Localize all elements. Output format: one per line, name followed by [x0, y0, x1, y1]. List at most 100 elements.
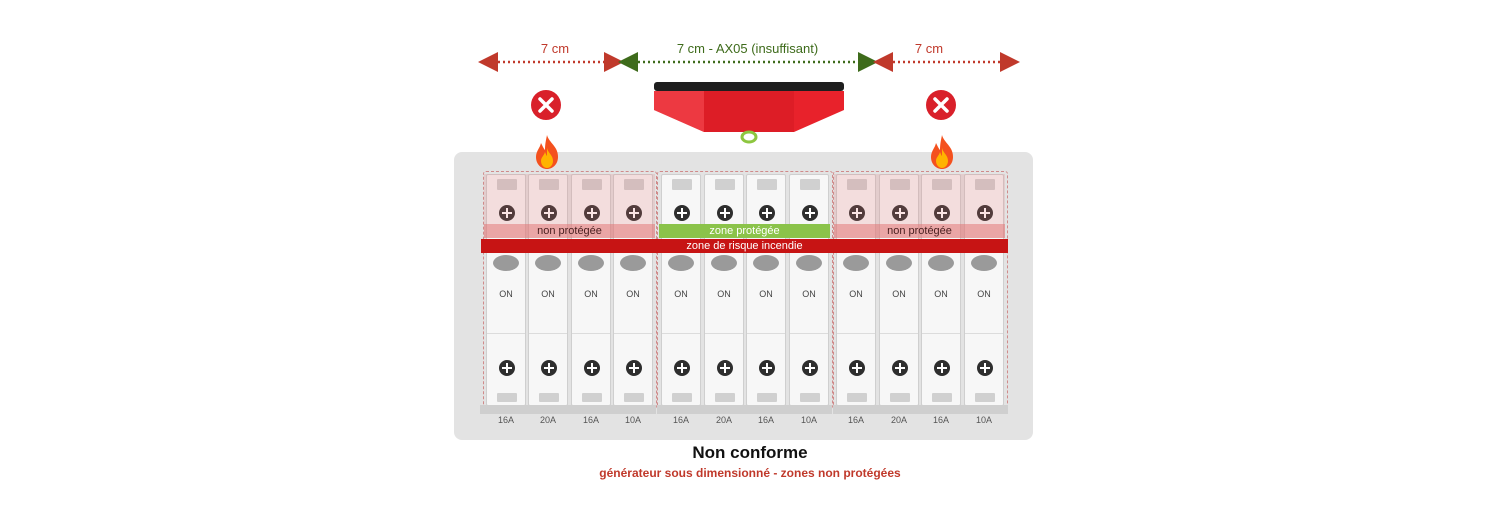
breaker-divider — [790, 333, 828, 334]
terminal-slot — [539, 179, 559, 190]
terminal-slot — [847, 179, 867, 190]
dimension-right-label: 7 cm — [914, 41, 944, 56]
zone-label-left: non protégée — [484, 224, 655, 238]
terminal-slot — [975, 179, 995, 190]
breaker-toggle — [971, 255, 997, 271]
terminal-slot — [800, 393, 820, 402]
verdict-title: Non conforme — [692, 443, 808, 462]
breaker-toggle — [620, 255, 646, 271]
terminal-slot — [715, 393, 735, 402]
breaker-rating-label: 20A — [715, 415, 732, 425]
circuit-breaker: ON — [789, 174, 829, 406]
screw-icon — [584, 360, 600, 376]
breaker-divider — [965, 333, 1003, 334]
x-circle-icon — [531, 90, 561, 120]
dimension-arrows — [478, 52, 1020, 72]
flame-icon — [536, 135, 558, 169]
terminal-slot — [847, 393, 867, 402]
breaker-divider — [487, 333, 525, 334]
generator-icon — [654, 82, 844, 144]
circuit-breaker: ON — [661, 174, 701, 406]
x-circle-icon — [926, 90, 956, 120]
breaker-rating-label: 10A — [800, 415, 817, 425]
breaker-toggle — [796, 255, 822, 271]
breaker-toggle — [928, 255, 954, 271]
screw-icon — [499, 205, 515, 221]
circuit-breaker: ON — [879, 174, 919, 406]
breaker-divider — [529, 333, 567, 334]
din-rail-right — [833, 405, 1008, 414]
breaker-toggle — [668, 255, 694, 271]
breaker-toggle — [753, 255, 779, 271]
breaker-state-label: ON — [802, 289, 816, 299]
terminal-slot — [715, 179, 735, 190]
screw-icon — [802, 205, 818, 221]
breaker-toggle — [535, 255, 561, 271]
circuit-breaker: ON — [746, 174, 786, 406]
breaker-toggle — [886, 255, 912, 271]
verdict-subtitle: générateur sous dimensionné - zones non … — [599, 466, 901, 480]
breaker-rating-label: 10A — [624, 415, 641, 425]
breaker-rating-label: 20A — [890, 415, 907, 425]
terminal-slot — [800, 179, 820, 190]
circuit-breaker: ON — [836, 174, 876, 406]
terminal-slot — [539, 393, 559, 402]
breaker-state-label: ON — [584, 289, 598, 299]
terminal-slot — [890, 393, 910, 402]
circuit-breaker: ON — [613, 174, 653, 406]
terminal-slot — [932, 179, 952, 190]
terminal-slot — [672, 393, 692, 402]
breaker-state-label: ON — [717, 289, 731, 299]
terminal-slot — [582, 179, 602, 190]
circuit-breaker: ON — [964, 174, 1004, 406]
breaker-state-label: ON — [977, 289, 991, 299]
breaker-state-label: ON — [674, 289, 688, 299]
screw-icon — [892, 205, 908, 221]
breaker-state-label: ON — [892, 289, 906, 299]
terminal-slot — [624, 393, 644, 402]
breaker-rating-label: 16A — [932, 415, 949, 425]
breaker-state-label: ON — [626, 289, 640, 299]
circuit-breaker: ON — [704, 174, 744, 406]
terminal-slot — [497, 179, 517, 190]
screw-icon — [626, 360, 642, 376]
screw-icon — [977, 205, 993, 221]
terminal-slot — [757, 179, 777, 190]
screw-icon — [934, 360, 950, 376]
screw-icon — [584, 205, 600, 221]
circuit-breaker: ON — [528, 174, 568, 406]
breaker-rating-label: 16A — [582, 415, 599, 425]
screw-icon — [977, 360, 993, 376]
breaker-toggle — [711, 255, 737, 271]
screw-icon — [849, 360, 865, 376]
screw-icon — [802, 360, 818, 376]
breaker-divider — [837, 333, 875, 334]
screw-icon — [626, 205, 642, 221]
screw-icon — [541, 360, 557, 376]
breaker-divider — [705, 333, 743, 334]
breaker-toggle — [843, 255, 869, 271]
screw-icon — [934, 205, 950, 221]
breaker-state-label: ON — [934, 289, 948, 299]
breaker-divider — [922, 333, 960, 334]
terminal-slot — [624, 179, 644, 190]
flame-icon — [931, 135, 953, 169]
breaker-state-label: ON — [499, 289, 513, 299]
terminal-slot — [757, 393, 777, 402]
breaker-state-label: ON — [759, 289, 773, 299]
breaker-rating-label: 10A — [975, 415, 992, 425]
screw-icon — [674, 360, 690, 376]
breaker-state-label: ON — [541, 289, 555, 299]
screw-icon — [717, 205, 733, 221]
breaker-divider — [572, 333, 610, 334]
breaker-divider — [662, 333, 700, 334]
breaker-toggle — [493, 255, 519, 271]
circuit-breaker: ON — [921, 174, 961, 406]
terminal-slot — [890, 179, 910, 190]
screw-icon — [499, 360, 515, 376]
dimension-center-label: 7 cm - AX05 (insuffisant) — [676, 41, 819, 56]
terminal-slot — [497, 393, 517, 402]
breaker-rating-label: 16A — [497, 415, 514, 425]
din-rail-left — [480, 405, 656, 414]
din-rail-center — [657, 405, 832, 414]
